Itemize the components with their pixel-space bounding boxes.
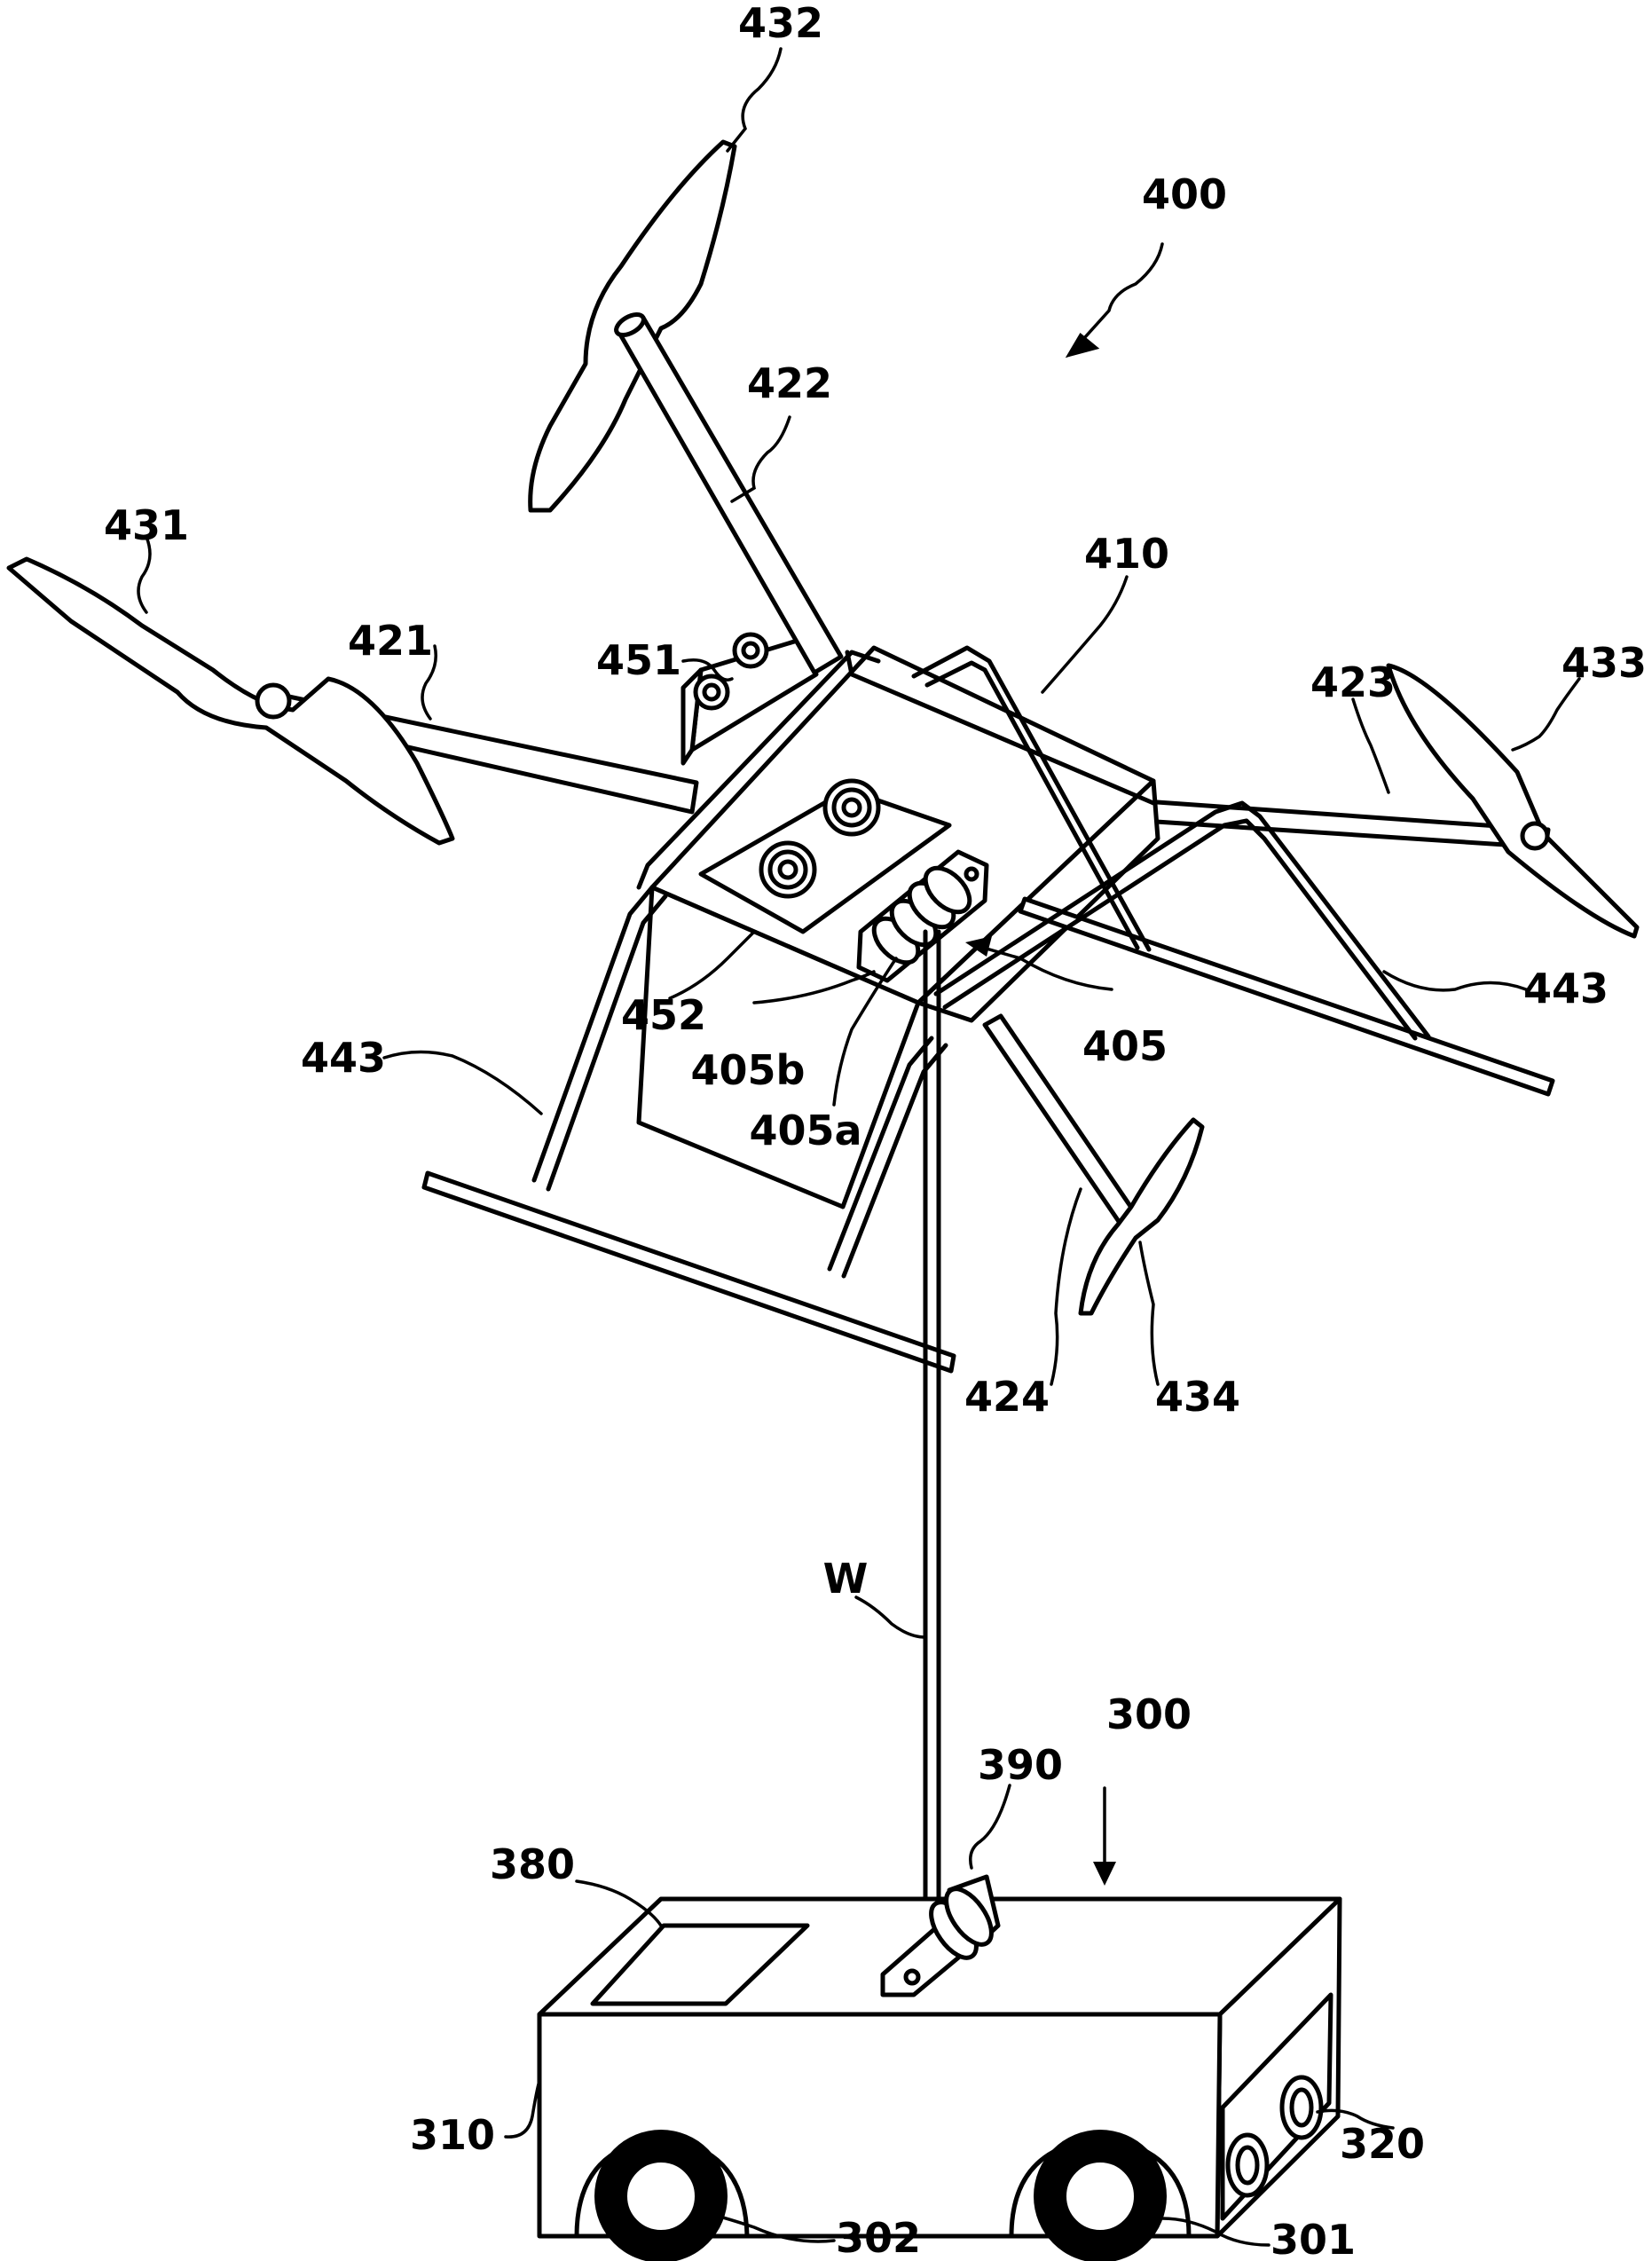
rotor-434 bbox=[1078, 1117, 1205, 1316]
camera-320 bbox=[1220, 1992, 1333, 2221]
label-443-left: 443 bbox=[301, 1034, 386, 1082]
label-423: 423 bbox=[1310, 658, 1396, 706]
drone bbox=[6, 139, 1640, 1374]
label-310: 310 bbox=[410, 2111, 495, 2159]
wire-w bbox=[923, 929, 941, 1909]
label-424: 424 bbox=[964, 1373, 1050, 1421]
leg-right-443 bbox=[911, 645, 1555, 1097]
camera-452 bbox=[698, 778, 952, 934]
winch-390 bbox=[880, 1874, 1001, 1997]
reference-labels: 432 400 422 431 410 421 451 423 433 443 … bbox=[104, 0, 1647, 2261]
label-432: 432 bbox=[738, 0, 823, 47]
vehicle bbox=[537, 1874, 1342, 2261]
panel-380 bbox=[590, 1923, 810, 2006]
rear-wheel-301 bbox=[1034, 2130, 1167, 2261]
label-400: 400 bbox=[1142, 170, 1227, 218]
arrow-300 bbox=[1093, 1786, 1116, 1886]
leader-lines bbox=[137, 47, 1581, 2247]
label-302: 302 bbox=[836, 2214, 921, 2261]
label-300: 300 bbox=[1106, 1690, 1192, 1738]
label-320: 320 bbox=[1340, 2120, 1425, 2168]
label-410: 410 bbox=[1084, 530, 1169, 578]
label-301: 301 bbox=[1270, 2216, 1356, 2261]
label-w: W bbox=[823, 1555, 869, 1603]
label-452: 452 bbox=[621, 991, 706, 1039]
front-wheel-302 bbox=[594, 2130, 728, 2261]
label-405a: 405a bbox=[749, 1107, 861, 1154]
rotor-431 bbox=[6, 556, 455, 846]
label-451: 451 bbox=[596, 636, 681, 684]
arrow-400 bbox=[1065, 242, 1164, 358]
label-390: 390 bbox=[978, 1741, 1063, 1789]
label-421: 421 bbox=[348, 617, 433, 665]
label-431: 431 bbox=[104, 501, 189, 549]
label-422: 422 bbox=[747, 359, 832, 407]
arrow-405 bbox=[965, 936, 1113, 991]
label-380: 380 bbox=[490, 1840, 575, 1888]
rotor-433 bbox=[1386, 663, 1640, 939]
winch-405 bbox=[856, 849, 989, 983]
label-433: 433 bbox=[1562, 639, 1647, 687]
arm-422 bbox=[614, 311, 844, 675]
label-443-right: 443 bbox=[1523, 965, 1609, 1012]
label-434: 434 bbox=[1155, 1373, 1240, 1421]
camera-451 bbox=[680, 632, 819, 766]
label-405b: 405b bbox=[691, 1046, 806, 1094]
label-405: 405 bbox=[1082, 1022, 1168, 1070]
